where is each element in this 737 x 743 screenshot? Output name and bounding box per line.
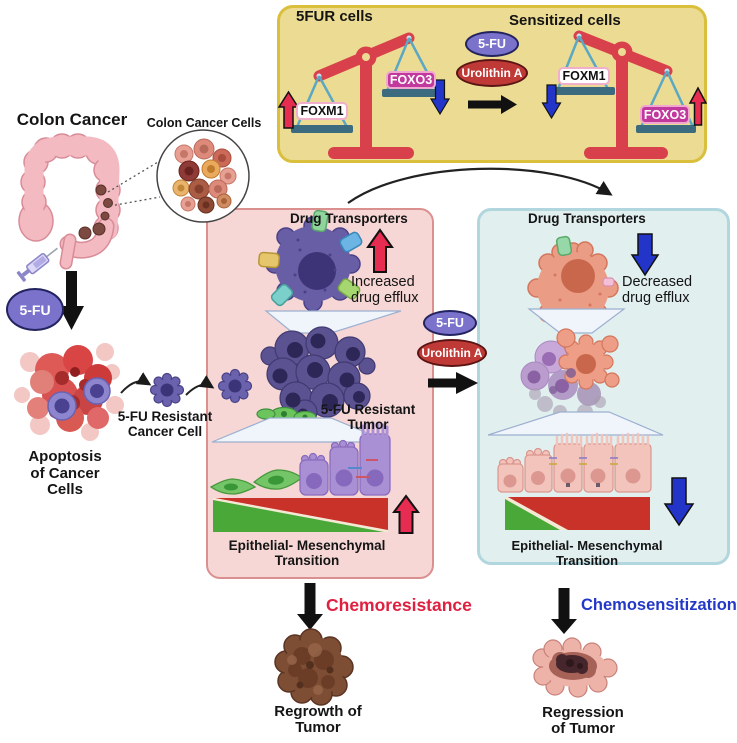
decreased-efflux-label: Decreased drug efflux xyxy=(622,274,704,306)
apoptosis-label: Apoptosis of Cancer Cells xyxy=(22,448,108,499)
efflux-line1: Increased xyxy=(351,274,415,290)
colon-cancer-title-text: Colon Cancer xyxy=(16,110,128,129)
resistant-cell-label: 5-FU Resistant Cancer Cell xyxy=(117,409,213,439)
efflux-line2: drug efflux xyxy=(622,290,690,306)
syringe-icon xyxy=(16,247,58,282)
regression-tumor-icon xyxy=(532,637,618,698)
pill-5fu-text: 5-FU xyxy=(478,37,506,51)
pill-5fu-top: 5-FU xyxy=(465,31,519,57)
chemoresistance-text: Chemoresistance xyxy=(326,595,472,615)
chemosensitization-down-arrow-icon xyxy=(551,588,577,634)
colon-illustration xyxy=(18,133,121,270)
pill-urolithin-text: Urolithin A xyxy=(421,346,483,360)
arrow-to-resistant-cell xyxy=(120,372,152,394)
chemoresistance-label: Chemoresistance xyxy=(326,595,472,616)
tumor-polyps-icon xyxy=(78,184,113,240)
efflux-line2: drug efflux xyxy=(351,290,419,306)
colon-cancer-cells-text: Colon Cancer Cells xyxy=(146,116,262,130)
emt-label-resistant: Epithelial- Mesenchymal Transition xyxy=(226,538,388,568)
regression-label: Regression of Tumor xyxy=(527,705,639,737)
title-5fur-cells: 5FUR cells xyxy=(296,8,373,25)
emt-line1: Epithelial- Mesenchymal xyxy=(228,538,386,553)
pill-urolithin-text: Urolithin A xyxy=(461,66,523,80)
foxo3-text: FOXO3 xyxy=(389,73,433,87)
callout-dashed-lines xyxy=(107,161,161,207)
tumor-line2: Tumor xyxy=(347,416,389,432)
panel-sensitized xyxy=(477,208,730,565)
tumor-line1: 5-FU Resistant xyxy=(320,402,416,417)
foxo3-label-left: FOXO3 xyxy=(386,71,436,89)
foxm1-label-left: FOXM1 xyxy=(296,102,348,120)
apoptotic-cells-cluster xyxy=(14,343,124,441)
foxm1-text: FOXM1 xyxy=(300,104,344,118)
foxm1-label-right: FOXM1 xyxy=(558,67,610,85)
treatment-right-arrow-icon xyxy=(428,372,478,394)
foxo3-label-right: FOXO3 xyxy=(640,105,690,124)
resistant-panel-header: Drug Transporters xyxy=(290,211,408,226)
regrowth-tumor-icon xyxy=(274,628,354,706)
apoptosis-line2: of Cancer xyxy=(30,464,100,482)
pill-urolithin-top: Urolithin A xyxy=(456,59,528,87)
apoptosis-line1: Apoptosis xyxy=(28,448,102,465)
emt-label-sensitized: Epithelial- Mesenchymal Transition xyxy=(479,538,695,568)
resistant-header-text: Drug Transporters xyxy=(290,211,408,226)
chemoresistance-down-arrow-icon xyxy=(297,583,323,630)
sensitized-panel-header: Drug Transporters xyxy=(528,211,646,226)
regrowth-label: Regrowth of Tumor xyxy=(262,704,374,736)
apoptosis-line3: Cells xyxy=(47,481,83,498)
regression-line2: of Tumor xyxy=(551,720,615,737)
resistant-cell-icon xyxy=(149,372,185,408)
pill-5fu-text: 5-FU xyxy=(19,301,51,318)
pill-5fu-middle: 5-FU xyxy=(423,310,477,336)
increased-efflux-label: Increased drug efflux xyxy=(351,274,431,306)
chemosensitization-text: Chemosensitization xyxy=(581,596,737,614)
treatment-down-arrow-icon xyxy=(59,271,84,330)
panel-5fu-resistant xyxy=(206,208,434,579)
resistant-cell-line2: Cancer Cell xyxy=(127,423,203,439)
colon-cancer-cells-label: Colon Cancer Cells xyxy=(146,116,262,130)
curved-transition-arrow xyxy=(347,167,613,204)
efflux-line1: Decreased xyxy=(622,274,693,290)
chemosensitization-label: Chemosensitization xyxy=(581,596,737,615)
regrowth-line2: Tumor xyxy=(295,719,341,736)
pill-5fu-text: 5-FU xyxy=(436,316,464,330)
foxo3-text: FOXO3 xyxy=(643,107,687,122)
resistant-tumor-label: 5-FU Resistant Tumor xyxy=(320,402,416,432)
sensitized-header-text: Drug Transporters xyxy=(528,211,646,226)
resistant-cell-line1: 5-FU Resistant xyxy=(117,409,213,424)
emt-label-text: Epithelial- Mesenchymal Transition xyxy=(511,538,663,568)
emt-line2: Transition xyxy=(274,553,340,568)
colon-cancer-title: Colon Cancer xyxy=(14,110,130,130)
foxm1-text: FOXM1 xyxy=(562,69,606,83)
title-sensitized-cells: Sensitized cells xyxy=(509,12,621,29)
pill-5fu-left: 5-FU xyxy=(6,288,64,331)
regrowth-line1: Regrowth of xyxy=(274,703,362,720)
regression-line1: Regression xyxy=(542,704,624,721)
pill-urolithin-middle: Urolithin A xyxy=(417,339,487,367)
